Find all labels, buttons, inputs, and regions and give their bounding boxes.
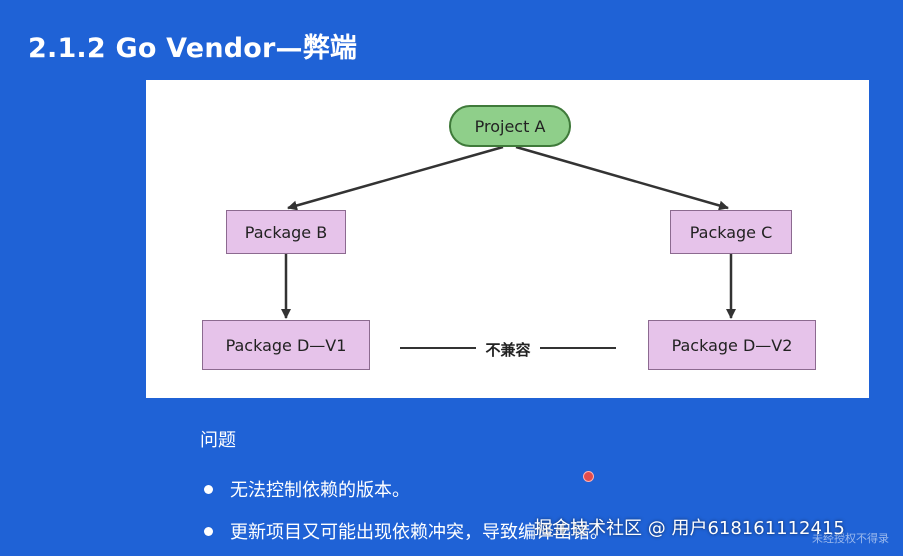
incompatible-label: 不兼容 (476, 339, 540, 360)
bullet-item: 无法控制依赖的版本。 (204, 476, 854, 502)
bullet-text: 无法控制依赖的版本。 (230, 480, 410, 501)
node-package-d-v1: Package D—V1 (202, 320, 370, 370)
bullet-dot-icon (204, 526, 213, 536)
pointer-dot-icon (583, 471, 594, 482)
bullet-dot-icon (204, 484, 213, 494)
node-package-c: Package C (670, 210, 792, 254)
slide-title: 2.1.2 Go Vendor—弊端 (28, 33, 358, 64)
edge-project-to-c (515, 145, 729, 211)
node-project-a: Project A (449, 105, 571, 147)
node-package-d-v2: Package D—V2 (648, 320, 816, 370)
edge-project-to-b (287, 145, 504, 211)
node-package-b: Package B (226, 210, 346, 254)
watermark: 掘金技术社区 @ 用户618161112415 (534, 518, 845, 539)
bullet-text: 更新项目又可能出现依赖冲突，导致编译出错。 (230, 522, 608, 543)
faint-watermark: 未经授权不得录 (812, 532, 889, 545)
bullet-item: 更新项目又可能出现依赖冲突，导致编译出错。 (204, 518, 854, 544)
dependency-diagram: Project A Package B Package C Package D—… (146, 80, 869, 398)
problems-heading: 问题 (200, 430, 236, 451)
